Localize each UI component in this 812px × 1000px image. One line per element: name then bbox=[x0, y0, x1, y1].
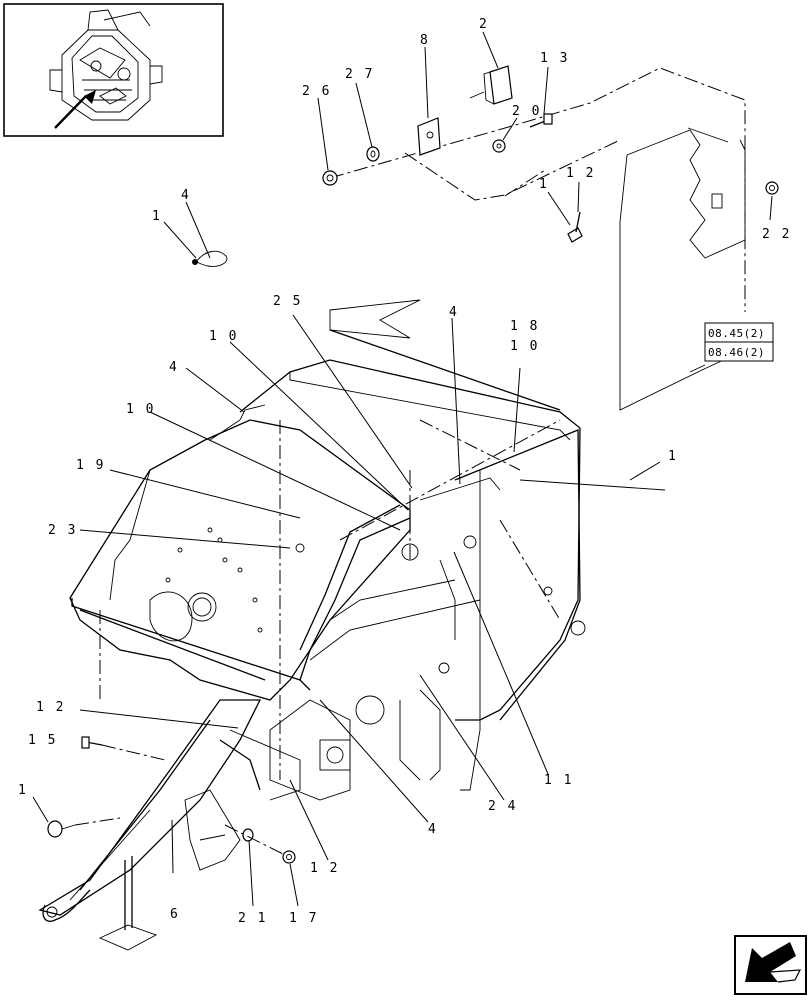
callout-21[interactable]: 2 1 bbox=[238, 911, 267, 926]
callout-1-grommet[interactable]: 1 bbox=[18, 783, 28, 798]
callout-8[interactable]: 8 bbox=[420, 33, 430, 48]
washer-21 bbox=[242, 828, 254, 842]
washer-27 bbox=[366, 146, 380, 162]
callout-4-lower[interactable]: 4 bbox=[428, 822, 438, 837]
callout-24[interactable]: 2 4 bbox=[488, 799, 517, 814]
callout-25[interactable]: 2 5 bbox=[273, 294, 302, 309]
callout-20[interactable]: 2 0 bbox=[512, 104, 541, 119]
callout-18[interactable]: 1 8 bbox=[510, 319, 539, 334]
nut-26 bbox=[322, 170, 338, 186]
callout-12-lower[interactable]: 1 2 bbox=[310, 861, 339, 876]
callout-1-cable[interactable]: 1 bbox=[668, 449, 678, 464]
callout-labels: 2 6 2 7 8 2 1 3 2 0 1 1 2 2 2 4 1 2 5 1 … bbox=[18, 17, 791, 926]
callout-10-mid[interactable]: 1 0 bbox=[126, 402, 155, 417]
callout-1-clip[interactable]: 1 bbox=[152, 209, 162, 224]
nut-17 bbox=[282, 850, 296, 864]
callout-27[interactable]: 2 7 bbox=[345, 67, 374, 82]
callout-19[interactable]: 1 9 bbox=[76, 458, 105, 473]
callout-12-pin[interactable]: 1 2 bbox=[566, 166, 595, 181]
callout-12-tongue[interactable]: 1 2 bbox=[36, 700, 65, 715]
callout-11[interactable]: 1 1 bbox=[544, 773, 573, 788]
callout-26[interactable]: 2 6 bbox=[302, 84, 331, 99]
callout-22[interactable]: 2 2 bbox=[762, 227, 791, 242]
hair-pin-clip bbox=[192, 250, 228, 267]
reference-08-46[interactable]: 08.46(2) bbox=[708, 346, 765, 359]
plate-8 bbox=[417, 117, 441, 156]
shield-panel bbox=[567, 127, 779, 411]
grommet-1 bbox=[47, 820, 76, 838]
washer-20 bbox=[492, 139, 506, 153]
callout-6[interactable]: 6 bbox=[170, 907, 180, 922]
tongue-assembly bbox=[38, 699, 301, 951]
callout-2[interactable]: 2 bbox=[479, 17, 489, 32]
bolt-13 bbox=[529, 113, 553, 128]
grommet-22 bbox=[765, 181, 779, 195]
callout-17[interactable]: 1 7 bbox=[289, 911, 318, 926]
baler-frame bbox=[69, 299, 666, 801]
callout-1-pin[interactable]: 1 bbox=[539, 177, 549, 192]
callout-10-upper[interactable]: 1 0 bbox=[209, 329, 238, 344]
bolt-15 bbox=[81, 736, 103, 749]
callout-4-clip[interactable]: 4 bbox=[181, 188, 191, 203]
callout-15[interactable]: 1 5 bbox=[28, 733, 57, 748]
upper-hardware-group bbox=[322, 65, 746, 312]
pin-12 bbox=[567, 211, 583, 243]
callout-23[interactable]: 2 3 bbox=[48, 523, 77, 538]
leader-lines bbox=[32, 31, 773, 907]
reference-box: 08.45(2) 08.46(2) bbox=[689, 322, 774, 373]
block-2 bbox=[469, 65, 513, 105]
callout-4-left[interactable]: 4 bbox=[169, 360, 179, 375]
machine-overview-icon[interactable] bbox=[3, 3, 224, 137]
callout-13[interactable]: 1 3 bbox=[540, 51, 569, 66]
reference-08-45[interactable]: 08.45(2) bbox=[708, 327, 765, 340]
callout-4-top[interactable]: 4 bbox=[449, 305, 459, 320]
callout-10-right[interactable]: 1 0 bbox=[510, 339, 539, 354]
previous-page-arrow-icon[interactable] bbox=[734, 935, 807, 995]
